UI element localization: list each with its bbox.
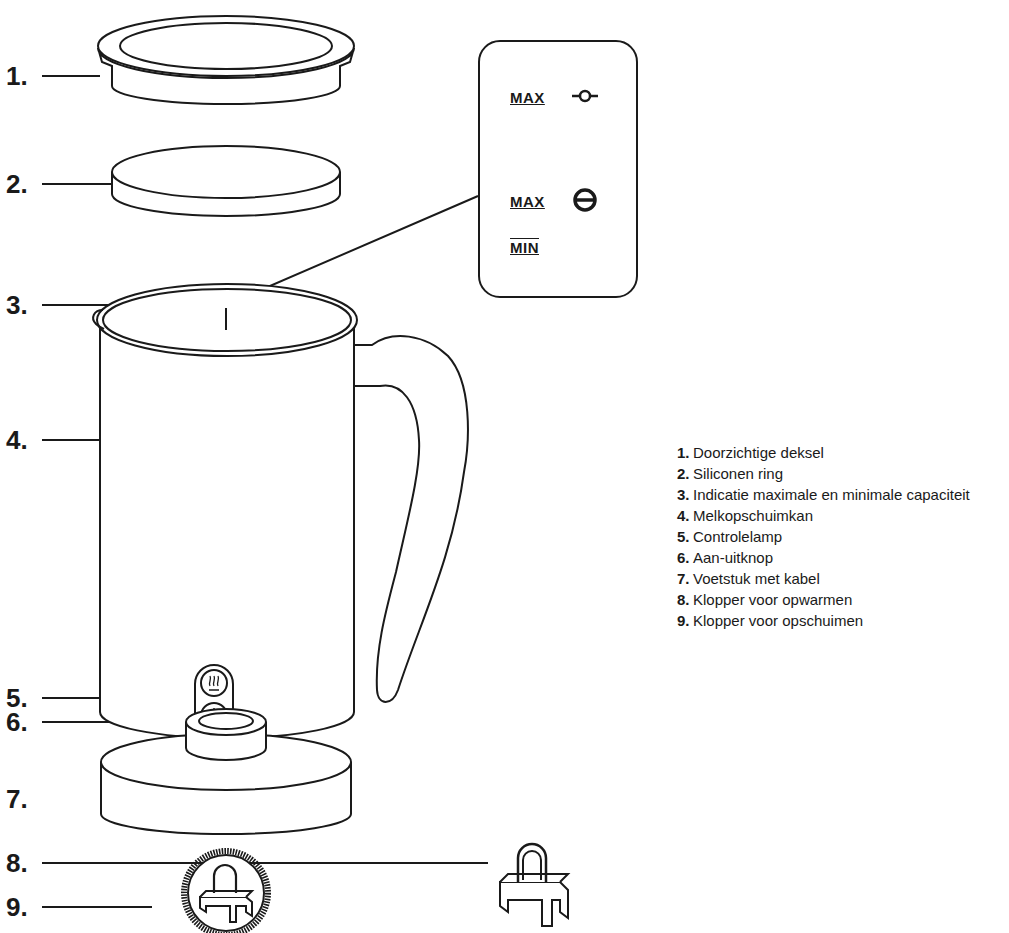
legend-number: 5. (677, 529, 690, 544)
callout-number: 9. (6, 894, 28, 920)
legend-number: 8. (677, 592, 690, 607)
frothing-whisk (184, 851, 268, 933)
leader-lines (42, 76, 488, 907)
callout-number: 7. (6, 786, 28, 812)
callout-number: 2. (6, 171, 28, 197)
capacity-mark: MAX (510, 194, 545, 209)
jug (93, 284, 357, 738)
legend-number: 4. (677, 508, 690, 523)
lid (98, 16, 354, 104)
capacity-mark: MIN (510, 240, 539, 255)
legend-number: 7. (677, 571, 690, 586)
capacity-icons (572, 91, 598, 210)
legend-number: 3. (677, 487, 690, 502)
part-name: Voetstuk met kabel (693, 571, 820, 586)
part-name: Siliconen ring (693, 466, 783, 481)
part-name: Klopper voor opwarmen (693, 592, 852, 607)
heating-whisk (500, 844, 568, 926)
callout-number: 1. (6, 63, 28, 89)
capacity-inset: MAX MAX MIN (478, 40, 638, 298)
part-name: Doorzichtige deksel (693, 445, 824, 460)
legend-number: 9. (677, 613, 690, 628)
callout-number: 6. (6, 709, 28, 735)
callout-number: 4. (6, 427, 28, 453)
legend-number: 6. (677, 550, 690, 565)
base (101, 709, 351, 834)
legend-number: 2. (677, 466, 690, 481)
part-name: Klopper voor opschuimen (693, 613, 863, 628)
part-name: Controlelamp (693, 529, 782, 544)
part-name: Melkopschuimkan (693, 508, 813, 523)
part-name: Indicatie maximale en minimale capacitei… (693, 487, 970, 502)
silicone-ring (112, 146, 340, 216)
callout-number: 8. (6, 850, 28, 876)
capacity-mark: MAX (510, 90, 545, 105)
callout-number: 3. (6, 292, 28, 318)
legend-number: 1. (677, 445, 690, 460)
part-name: Aan-uitknop (693, 550, 773, 565)
callout-number: 5. (6, 685, 28, 711)
jug-handle (354, 336, 468, 702)
